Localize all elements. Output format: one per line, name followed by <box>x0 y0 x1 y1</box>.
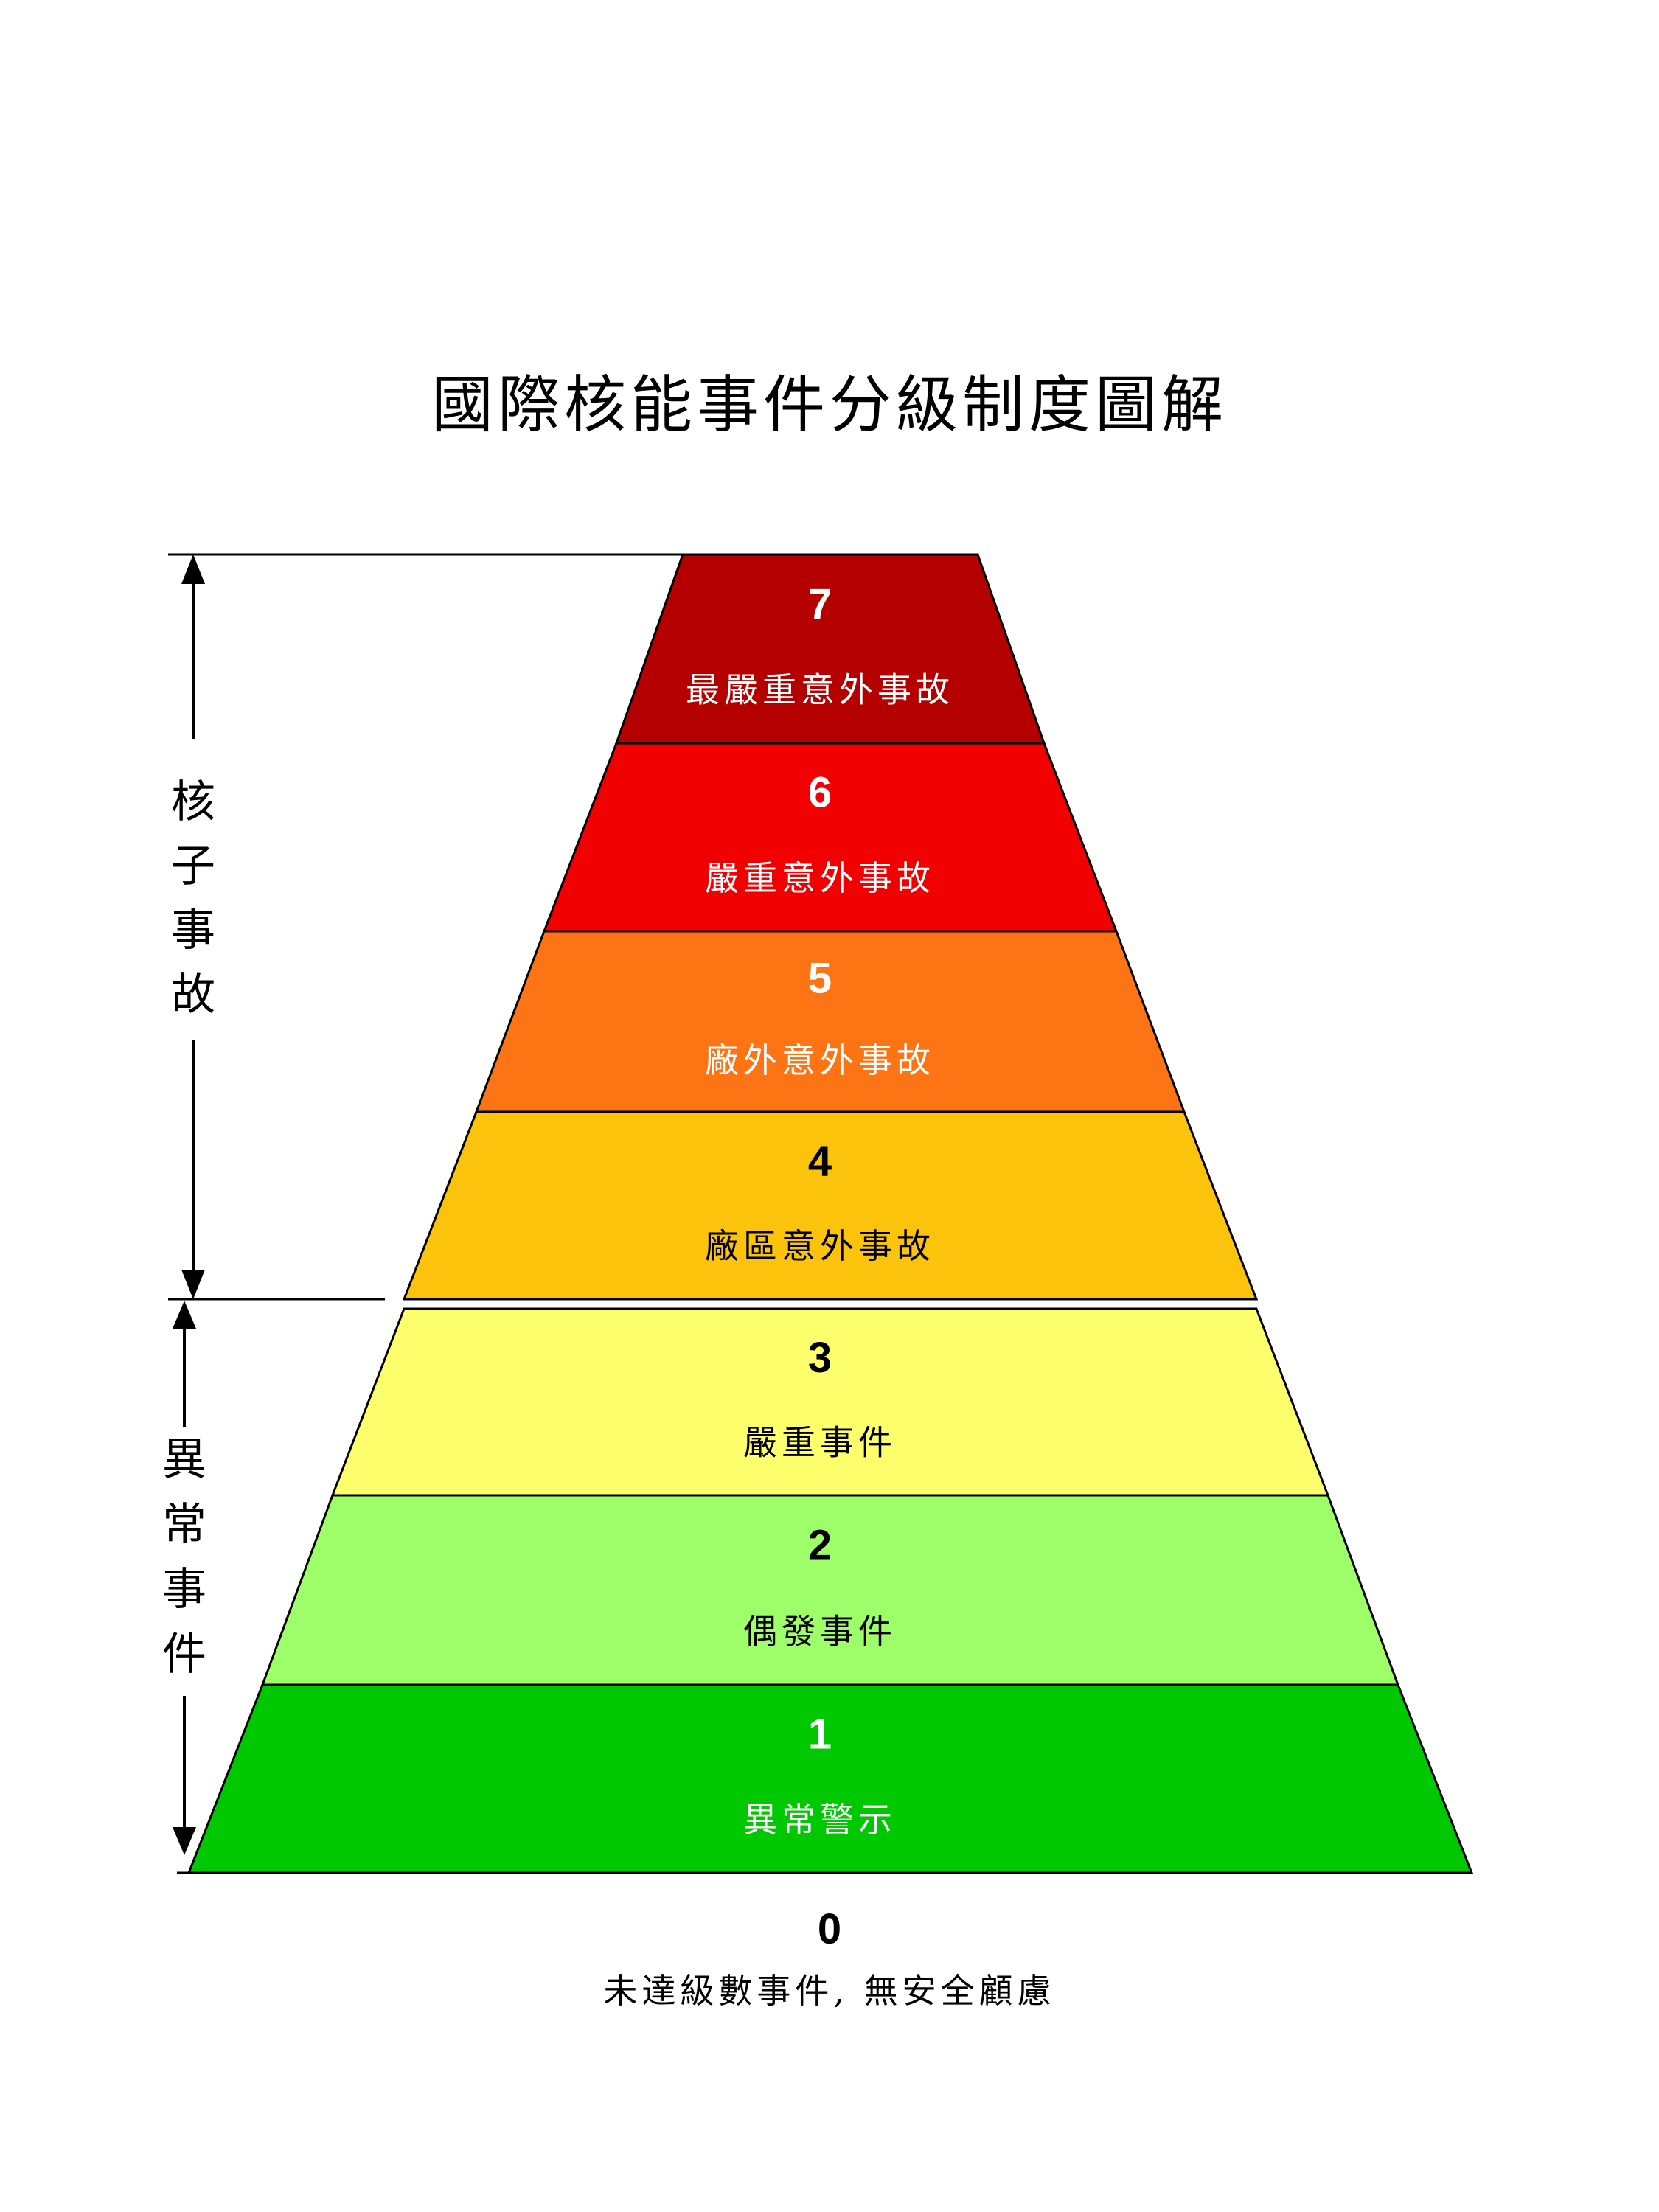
level-number: 7 <box>808 580 832 628</box>
level-number: 1 <box>808 1711 832 1759</box>
arrow-down-icon <box>181 1270 205 1299</box>
pyramid: 7 最嚴重意外事故 6 嚴重意外事故 5 廠外意外事故 4 廠區意外事故 3 嚴重事件 2 偶發事件 1… <box>187 553 1474 1874</box>
group-label-char: 件 <box>162 1629 206 1680</box>
group-label-char: 事 <box>171 905 215 956</box>
level-name: 廠區意外事故 <box>705 1226 935 1266</box>
level-name: 偶發事件 <box>743 1611 897 1651</box>
page-title: 國際核能事件分級制度圖解 <box>431 369 1228 441</box>
level-name: 廠外意外事故 <box>705 1040 935 1080</box>
pyramid-level-2: 2 偶發事件 <box>260 1494 1400 1686</box>
arrow-down-icon <box>173 1827 196 1855</box>
level-name: 嚴重事件 <box>743 1422 897 1462</box>
pyramid-level-7: 7 最嚴重意外事故 <box>614 553 1046 745</box>
pyramid-level-4: 4 廠區意外事故 <box>402 1110 1259 1301</box>
level-number: 4 <box>808 1137 832 1185</box>
level-name: 異常警示 <box>743 1800 897 1840</box>
level-band <box>402 1110 1259 1301</box>
group-label-char: 常 <box>162 1499 206 1551</box>
group-bracket-incident: 異 常 事 件 <box>162 1301 206 1874</box>
group-label-char: 故 <box>171 969 215 1020</box>
arrow-up-icon <box>173 1301 196 1329</box>
level-0-name: 未達級數事件, 無安全顧慮 <box>603 1971 1055 2011</box>
level-name: 嚴重意外事故 <box>705 858 935 898</box>
level-number: 6 <box>808 769 832 817</box>
group-bracket-accident: 核 子 事 故 <box>168 553 686 1301</box>
group-label-char: 事 <box>162 1564 206 1615</box>
pyramid-level-1: 1 異常警示 <box>187 1683 1474 1874</box>
level-name: 最嚴重意外事故 <box>686 670 954 710</box>
group-label-char: 核 <box>171 776 215 828</box>
group-label-char: 異 <box>162 1434 206 1486</box>
level-number: 3 <box>808 1334 832 1382</box>
arrow-up-icon <box>181 554 205 584</box>
pyramid-level-5: 5 廠外意外事故 <box>474 930 1186 1113</box>
group-label-char: 子 <box>171 841 215 892</box>
pyramid-level-3: 3 嚴重事件 <box>330 1307 1330 1497</box>
level-0-number: 0 <box>818 1905 841 1953</box>
level-number: 2 <box>808 1521 832 1569</box>
pyramid-level-6: 6 嚴重意外事故 <box>542 742 1119 933</box>
level-number: 5 <box>808 954 832 1002</box>
level-band <box>187 1683 1474 1874</box>
